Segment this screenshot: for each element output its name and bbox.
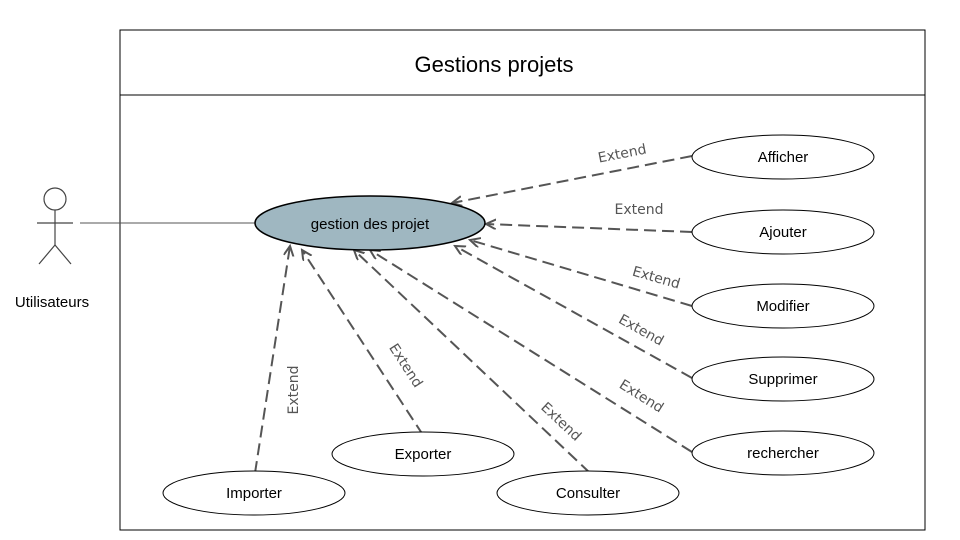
system-boundary: Gestions projets: [119, 29, 926, 531]
use-case-label: rechercher: [747, 445, 819, 462]
extend-arrow-supprimer: [455, 246, 693, 379]
extend-arrow-exporter: [302, 250, 424, 436]
use-case-label: Ajouter: [759, 224, 807, 241]
use-case-label: Supprimer: [748, 371, 817, 388]
extend-arrow-importer: [254, 246, 290, 474]
extend-relations: [254, 155, 693, 474]
use-case-rechercher[interactable]: rechercher: [691, 430, 875, 476]
main-use-case[interactable]: gestion des projet: [254, 195, 486, 251]
extend-label-ajouter: Extend: [615, 202, 664, 218]
actor-label: Utilisateurs: [15, 294, 89, 311]
use-case-label: Exporter: [395, 446, 452, 463]
stick-figure-icon: [37, 187, 73, 265]
use-case-ajouter[interactable]: Ajouter: [691, 209, 875, 255]
extend-arrow-afficher: [452, 155, 693, 203]
extend-arrow-modifier: [470, 240, 693, 307]
extend-arrow-consulter: [354, 250, 591, 474]
use-case-consulter[interactable]: Consulter: [496, 470, 680, 516]
use-case-label: Importer: [226, 485, 282, 502]
use-case-label: Modifier: [756, 298, 809, 315]
use-case-importer[interactable]: Importer: [162, 470, 346, 516]
use-case-label: Consulter: [556, 485, 620, 502]
extend-arrow-rechercher: [370, 250, 693, 453]
use-case-afficher[interactable]: Afficher: [691, 134, 875, 180]
extend-arrow-ajouter: [486, 224, 693, 233]
use-case-label: Afficher: [758, 149, 809, 166]
system-title: Gestions projets: [415, 52, 574, 77]
use-case-supprimer[interactable]: Supprimer: [691, 356, 875, 402]
main-use-case-label: gestion des projet: [311, 216, 430, 233]
use-case-exporter[interactable]: Exporter: [331, 431, 515, 477]
actor: Utilisateurs: [15, 187, 89, 311]
use-case-modifier[interactable]: Modifier: [691, 283, 875, 329]
extend-label-importer: Extend: [286, 366, 302, 415]
